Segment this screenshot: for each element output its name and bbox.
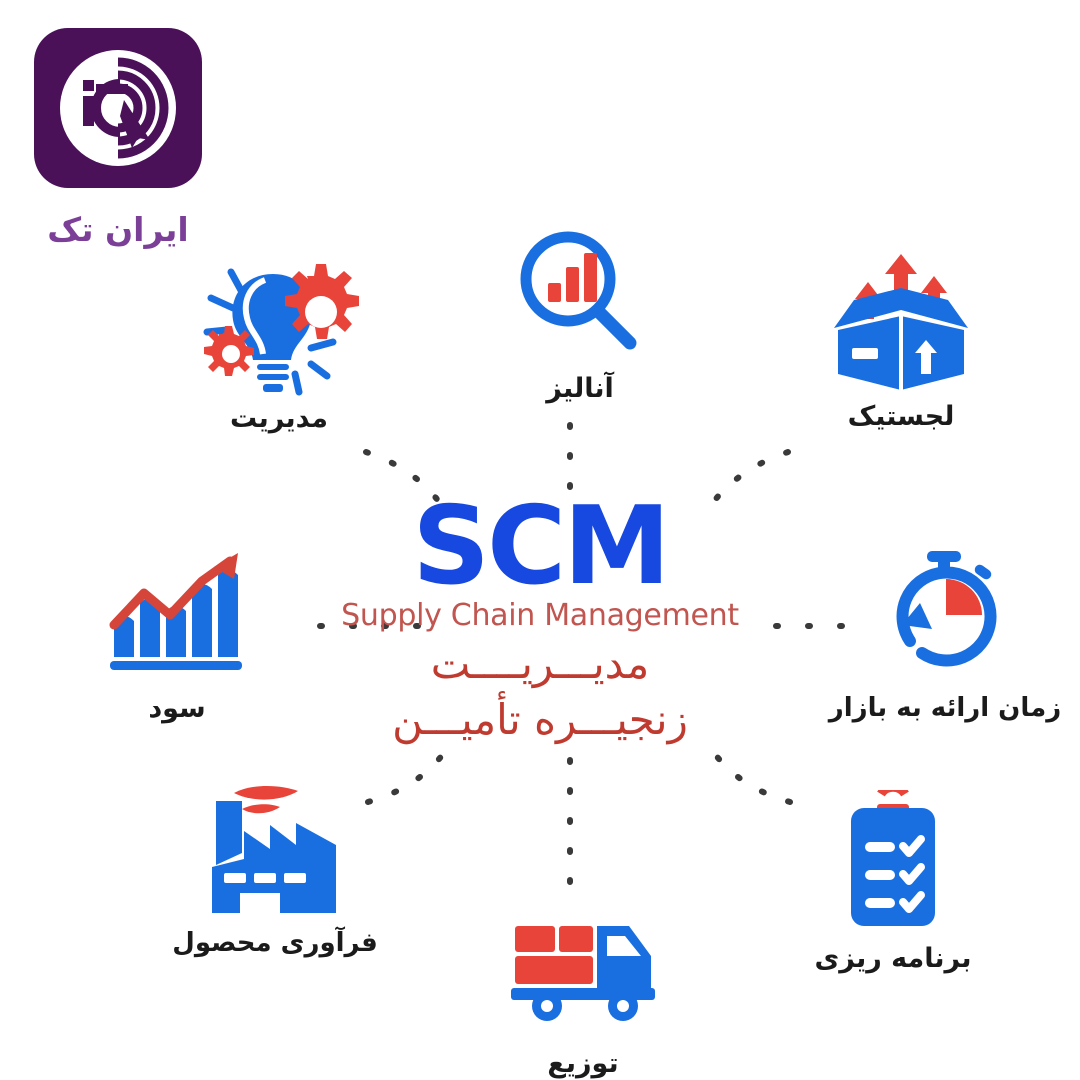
center-subtitle: Supply Chain Management [341,598,739,634]
brand-logo-mark [34,28,202,188]
node-profit-label: سود [148,693,206,724]
brand-name: ایران تک [47,210,189,249]
node-profit[interactable]: سود [62,545,292,724]
node-timetomarket[interactable]: زمان ارائه به بازار [828,545,1062,723]
center-title: SCM [412,484,671,609]
factory-icon [190,780,360,920]
brand-logo: ایران تک [34,28,234,249]
lightbulb-gears-icon [195,255,363,396]
clipboard-checklist-icon [823,790,963,935]
node-planning[interactable]: برنامه ریزی [778,790,1008,974]
itiran-tech-logo-icon [60,50,176,166]
node-analysis[interactable]: آنالیز [465,225,695,404]
center-persian-line-2: زنجیـــره تأمیـــن [392,694,688,744]
center-block: SCM Supply Chain Management مدیـــریــــ… [280,484,800,744]
open-box-arrows-icon [816,253,986,393]
node-analysis-label: آنالیز [546,373,614,404]
stopwatch-icon [870,545,1020,685]
magnifier-barchart-icon [510,225,650,365]
node-logistics-label: لجستیک [847,401,955,432]
node-distribution[interactable]: توزیع [468,900,698,1079]
node-management[interactable]: مدیریت [164,255,394,434]
delivery-truck-icon [503,900,663,1040]
node-logistics[interactable]: لجستیک [786,253,1016,432]
node-processing[interactable]: فرآوری محصول [160,780,390,958]
node-processing-label: فرآوری محصول [172,928,378,958]
center-persian-line-1: مدیـــریــــت [430,639,650,689]
node-management-label: مدیریت [230,403,328,434]
growth-barchart-icon [102,545,252,685]
node-distribution-label: توزیع [547,1048,619,1079]
node-timetomarket-label: زمان ارائه به بازار [828,693,1062,723]
node-planning-label: برنامه ریزی [814,943,972,974]
connector-planning [705,741,793,805]
